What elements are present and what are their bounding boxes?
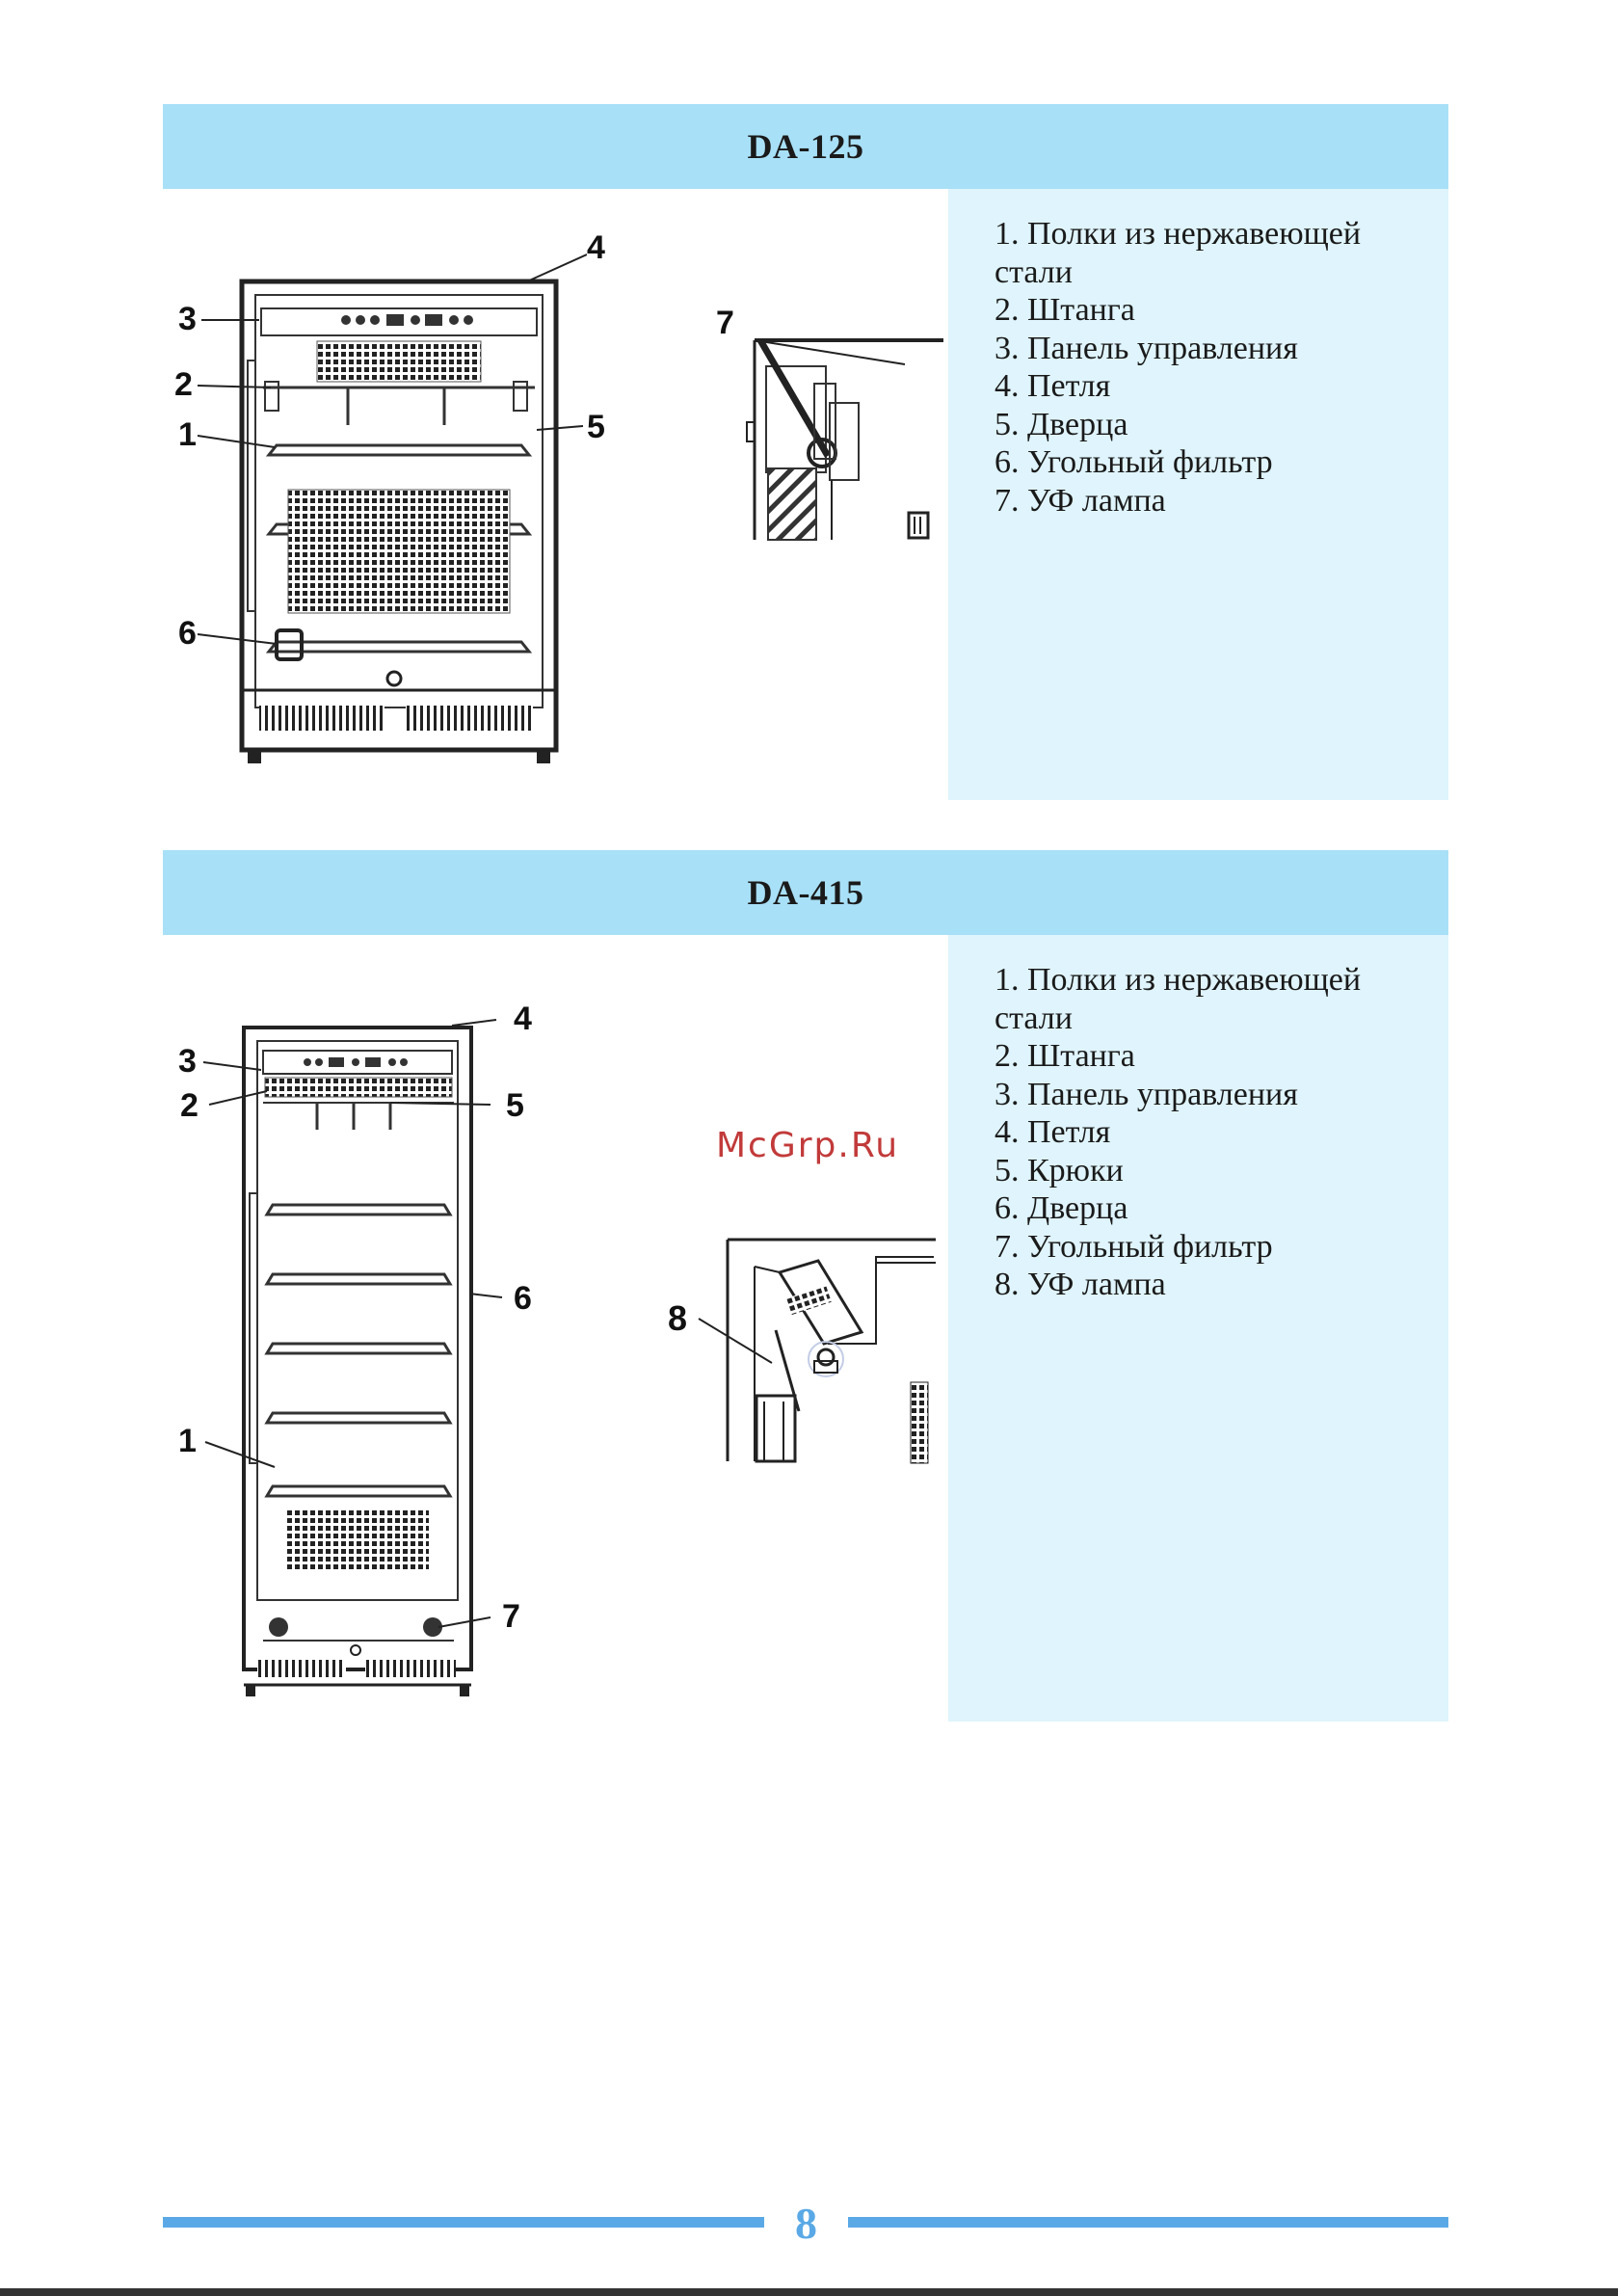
watermark: McGrp.Ru bbox=[716, 1126, 899, 1165]
legend-item: 1. Полки из нержавеющей стали bbox=[995, 961, 1409, 1037]
da-415-uv-lamp-detail: 8 bbox=[664, 1238, 943, 1469]
da-415-front-diagram: 3 2 1 4 5 6 7 bbox=[163, 985, 568, 1698]
callout-6: 6 bbox=[514, 1280, 532, 1317]
section-da-125: DA-125 bbox=[163, 104, 1448, 800]
legend-list: 1. Полки из нержавеющей стали 2. Штанга … bbox=[995, 215, 1409, 520]
page-number: 8 bbox=[764, 2198, 848, 2249]
legend-item: 4. Петля bbox=[995, 367, 1409, 406]
legend-item: 8. УФ лампа bbox=[995, 1266, 1409, 1304]
legend-item: 3. Панель управления bbox=[995, 330, 1409, 368]
callout-7: 7 bbox=[716, 305, 734, 341]
callout-4: 4 bbox=[514, 1001, 532, 1037]
legend-list: 1. Полки из нержавеющей стали 2. Штанга … bbox=[995, 961, 1409, 1304]
legend-item: 6. Дверца bbox=[995, 1189, 1409, 1228]
callout-1: 1 bbox=[178, 416, 197, 453]
legend-item: 6. Угольный фильтр bbox=[995, 443, 1409, 482]
callout-8: 8 bbox=[668, 1298, 687, 1338]
callout-4: 4 bbox=[587, 229, 605, 266]
section-title: DA-125 bbox=[163, 104, 1448, 189]
da-125-callouts-right: 4 5 bbox=[587, 227, 645, 478]
callout-7: 7 bbox=[502, 1598, 520, 1635]
legend-item: 5. Дверца bbox=[995, 406, 1409, 444]
callout-5: 5 bbox=[506, 1087, 524, 1124]
legend-item: 1. Полки из нержавеющей стали bbox=[995, 215, 1409, 291]
legend-item: 4. Петля bbox=[995, 1113, 1409, 1152]
legend-item: 7. УФ лампа bbox=[995, 482, 1409, 521]
legend-item: 5. Крюки bbox=[995, 1152, 1409, 1190]
legend-item: 3. Панель управления bbox=[995, 1076, 1409, 1114]
legend-panel: 1. Полки из нержавеющей стали 2. Штанга … bbox=[948, 935, 1448, 1722]
callout-1: 1 bbox=[178, 1423, 197, 1459]
legend-item: 2. Штанга bbox=[995, 1037, 1409, 1076]
da-125-uv-lamp-detail: 7 bbox=[712, 297, 943, 547]
da-125-front-diagram: 3 2 1 6 bbox=[163, 227, 587, 796]
section-title: DA-415 bbox=[163, 850, 1448, 935]
callout-2: 2 bbox=[180, 1087, 199, 1124]
callout-3: 3 bbox=[178, 301, 197, 337]
section-da-415: DA-415 bbox=[163, 850, 1448, 1722]
footer-rule-right bbox=[848, 2217, 1448, 2228]
legend-item: 2. Штанга bbox=[995, 291, 1409, 330]
legend-panel: 1. Полки из нержавеющей стали 2. Штанга … bbox=[948, 189, 1448, 800]
legend-item: 7. Угольный фильтр bbox=[995, 1228, 1409, 1267]
bottom-edge-bar bbox=[0, 2288, 1618, 2296]
footer-rule-left bbox=[163, 2217, 764, 2228]
callout-3: 3 bbox=[178, 1043, 197, 1080]
callout-6: 6 bbox=[178, 615, 197, 652]
callout-5: 5 bbox=[587, 409, 605, 445]
callout-2: 2 bbox=[174, 366, 193, 403]
